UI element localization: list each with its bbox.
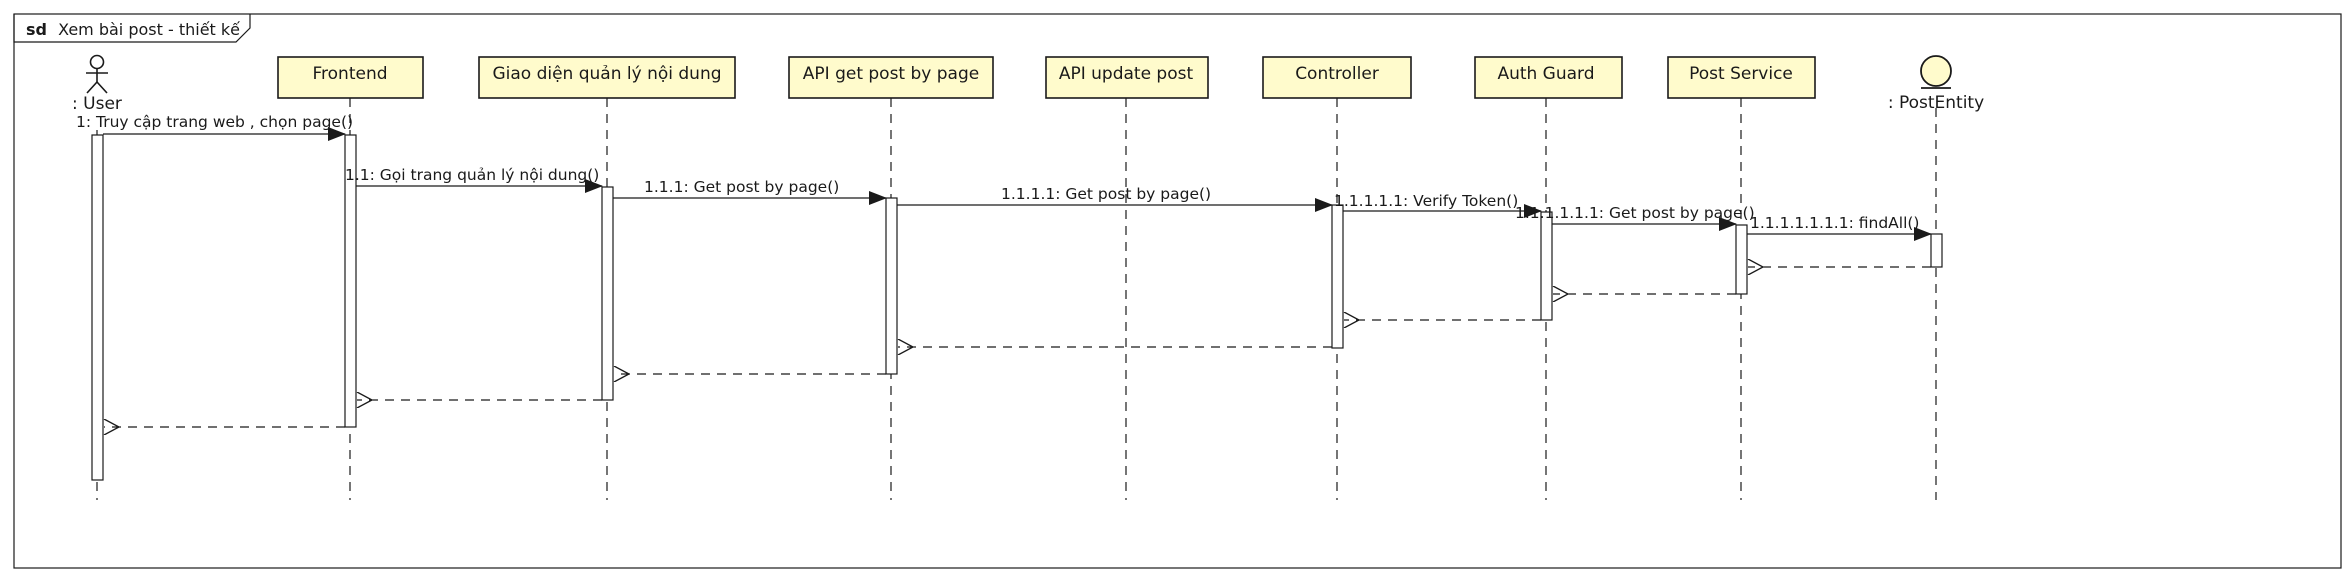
lifeline-entity-label: : PostEntity (1888, 93, 1984, 113)
lifeline-controller-box (1262, 56, 1412, 99)
lifeline-user[interactable]: : User (72, 54, 122, 115)
lifeline-auth-box (1474, 56, 1623, 99)
lifeline-giaodien-box (478, 56, 736, 99)
frame-name: Xem bài post - thiết kế (58, 20, 240, 39)
activation-auth (1540, 211, 1553, 321)
frame-border (13, 13, 2342, 569)
lifeline-entity[interactable]: : PostEntity (1888, 55, 1984, 113)
activation-giaodien (601, 186, 614, 401)
lifeline-giaodien-label: Giao diện quản lý nội dung (492, 64, 721, 84)
message-label-2: 1.1: Gọi trang quản lý nội dung() (345, 166, 599, 184)
activation-service (1735, 224, 1748, 295)
lifeline-api-get[interactable]: API get post by page (788, 56, 994, 99)
lifeline-api-get-box (788, 56, 994, 99)
message-label-7: 1.1.1.1.1.1.1: findAll() (1750, 214, 1919, 232)
frame-title: sd Xem bài post - thiết kế (26, 20, 240, 39)
lifeline-service[interactable]: Post Service (1667, 56, 1816, 99)
lifeline-service-label: Post Service (1689, 64, 1793, 84)
activations (91, 134, 1943, 481)
lifeline-api-update[interactable]: API update post (1045, 56, 1209, 99)
lifeline-controller-label: Controller (1295, 64, 1379, 84)
entity-circle-icon (1920, 55, 1952, 89)
activation-user (91, 134, 104, 481)
lifeline-lines (96, 98, 1937, 500)
lifeline-controller[interactable]: Controller (1262, 56, 1412, 99)
lifeline-frontend-label: Frontend (312, 64, 387, 84)
activation-frontend (344, 134, 357, 428)
lifeline-api-update-label: API update post (1059, 64, 1194, 84)
lifeline-api-get-label: API get post by page (803, 64, 979, 84)
lifeline-service-box (1667, 56, 1816, 99)
lifeline-auth[interactable]: Auth Guard (1474, 56, 1623, 99)
lifeline-giaodien[interactable]: Giao diện quản lý nội dung (478, 56, 736, 99)
diagram-frame: sd Xem bài post - thiết kế (13, 13, 2342, 569)
lifeline-api-update-box (1045, 56, 1209, 99)
message-label-1: 1: Truy cập trang web , chọn page() (76, 113, 353, 131)
lifeline-user-label: : User (72, 94, 122, 114)
lifeline-auth-label: Auth Guard (1497, 64, 1594, 84)
lifeline-frontend[interactable]: Frontend (277, 56, 424, 99)
message-label-4: 1.1.1.1: Get post by page() (1001, 185, 1211, 203)
activation-controller (1331, 204, 1344, 349)
message-label-3: 1.1.1: Get post by page() (644, 178, 839, 196)
message-label-5: 1.1.1.1.1: Verify Token() (1334, 192, 1518, 210)
messages: 1: Truy cập trang web , chọn page() 1.1:… (76, 113, 1932, 427)
activation-entity (1930, 233, 1943, 268)
message-label-6: 1.1.1.1.1.1: Get post by page() (1515, 204, 1755, 222)
activation-api-get (885, 197, 898, 375)
lifeline-frontend-box (277, 56, 424, 99)
frame-tab (13, 14, 251, 43)
lifeline-heads: : User Frontend Giao diện quản lý nội du… (72, 54, 1984, 115)
actor-stick-figure-icon (86, 54, 108, 94)
frame-keyword: sd (26, 20, 47, 39)
